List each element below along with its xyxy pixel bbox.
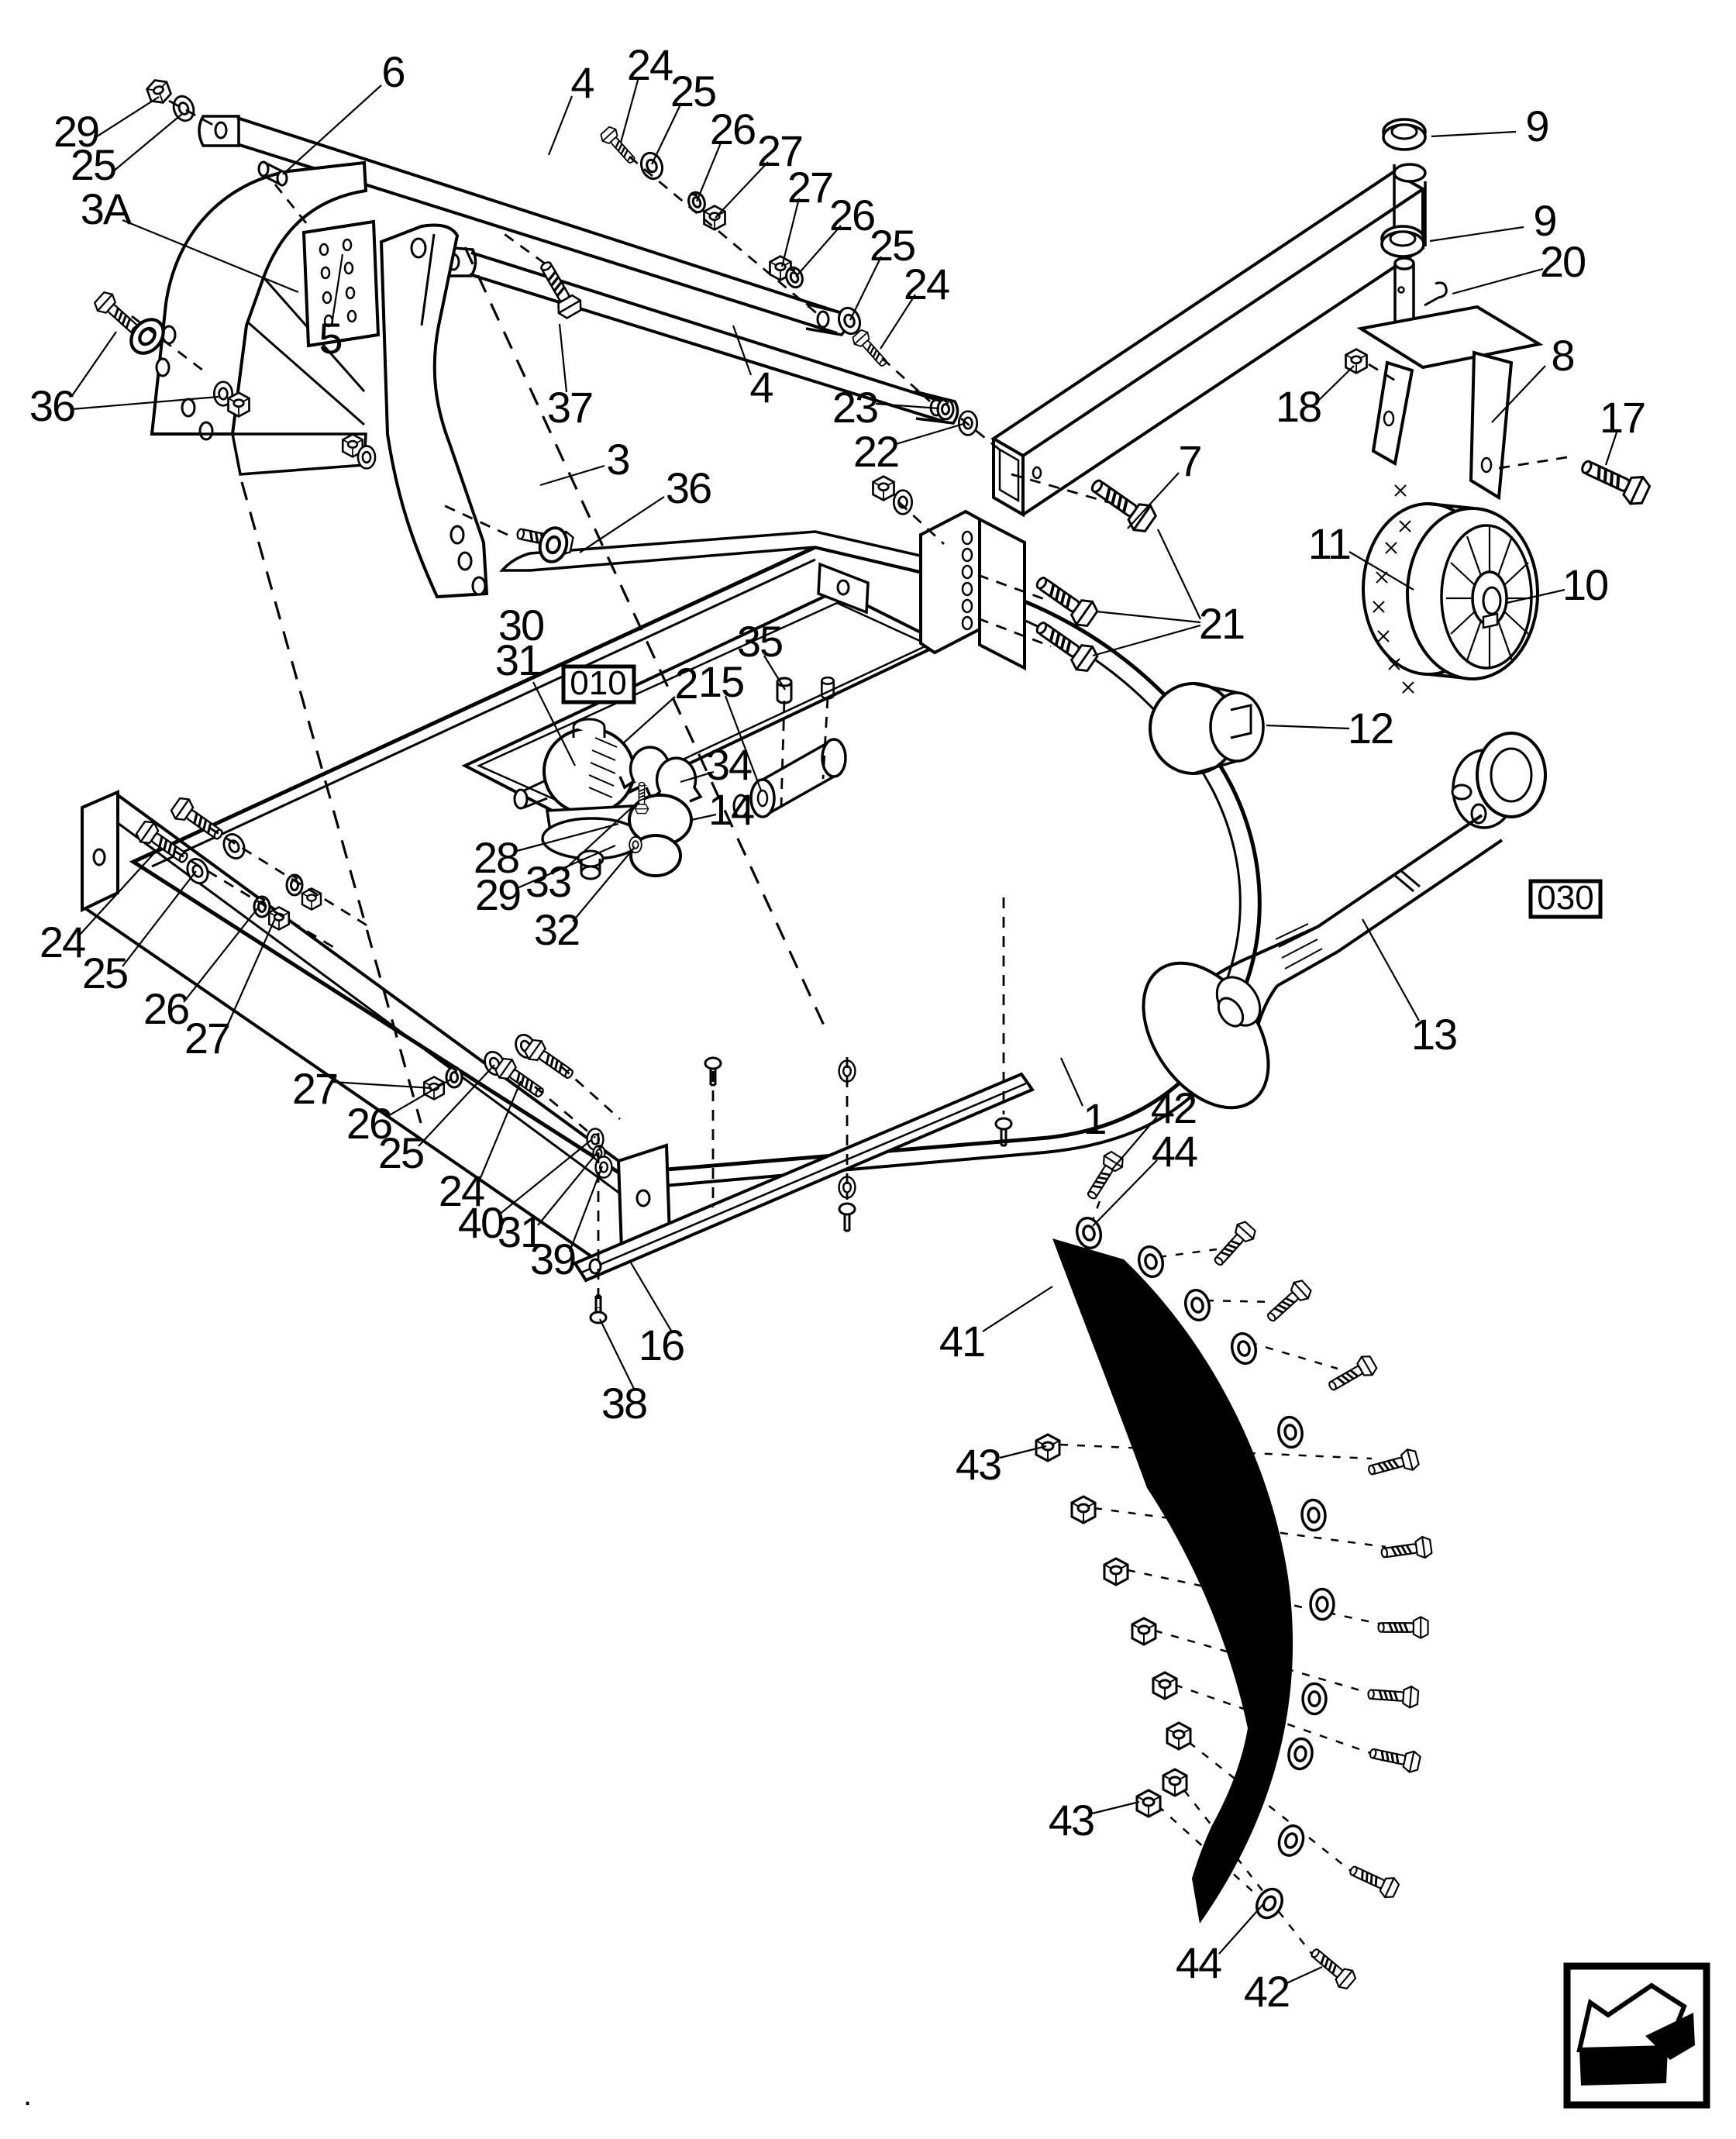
pin-6 — [257, 160, 288, 187]
callout-27: 27 — [787, 163, 832, 212]
cap-12 — [1149, 682, 1265, 775]
callout-12: 12 — [1348, 704, 1393, 753]
callout-42: 42 — [1244, 1967, 1289, 2016]
callout-30: 30 — [498, 601, 543, 649]
callout-3: 3 — [606, 435, 629, 484]
callout-31: 31 — [495, 636, 540, 684]
callout-24: 24 — [439, 1166, 484, 1215]
callout-36: 36 — [666, 463, 711, 512]
callout-26: 26 — [710, 105, 755, 153]
callout-24: 24 — [627, 40, 673, 89]
callout-42: 42 — [1151, 1083, 1196, 1132]
callout-40: 40 — [458, 1198, 503, 1247]
callout-15: 15 — [698, 657, 743, 706]
driveline-13 — [1142, 732, 1547, 1110]
footnote-dot: . — [23, 2078, 32, 2112]
callout-34: 34 — [706, 740, 752, 789]
callout-25: 25 — [670, 67, 715, 115]
callout-1: 1 — [1083, 1094, 1105, 1143]
callout-4: 4 — [749, 363, 773, 412]
callout-7: 7 — [1178, 436, 1200, 485]
callout-4: 4 — [570, 58, 594, 107]
callout-33: 33 — [525, 857, 570, 906]
callout-3A: 3A — [81, 184, 133, 233]
callout-43: 43 — [956, 1440, 1001, 1489]
leader-lines — [71, 77, 1618, 1985]
callout-17: 17 — [1600, 393, 1645, 442]
callout-25: 25 — [71, 140, 115, 189]
callout-31: 31 — [498, 1207, 542, 1256]
callout-26: 26 — [143, 984, 188, 1033]
tube-7 — [990, 163, 1427, 518]
clamps-34 — [618, 746, 703, 803]
callout-29: 29 — [475, 870, 520, 919]
deflector-rays — [1059, 1196, 1386, 1960]
callout-labels: 29 25 3A 36 6 4 24 25 26 27 27 26 25 24 … — [29, 40, 1646, 2016]
callout-41: 41 — [939, 1317, 984, 1366]
deflector-41 — [1052, 1238, 1293, 1924]
ref-030: 030 — [1528, 879, 1603, 919]
callout-26: 26 — [829, 191, 874, 239]
callout-20: 20 — [1540, 237, 1585, 286]
page-turn-icon — [1563, 1962, 1710, 2109]
callout-39: 39 — [530, 1235, 575, 1283]
callout-24: 24 — [904, 260, 949, 308]
callout-22: 22 — [853, 427, 898, 476]
strap-4-lower — [429, 245, 959, 425]
callout-2: 2 — [674, 659, 697, 708]
callout-29: 29 — [53, 107, 98, 156]
bolt-17 — [1575, 450, 1654, 510]
callout-24: 24 — [40, 918, 85, 966]
drop-axes — [240, 246, 826, 1124]
rings-9 — [1380, 118, 1427, 258]
bracket-3 — [379, 223, 489, 599]
ref-010: 010 — [561, 664, 636, 704]
ref-030-text: 030 — [1537, 879, 1593, 917]
front-rail — [81, 789, 672, 1265]
callout-32: 32 — [534, 905, 579, 954]
callout-9: 9 — [1533, 196, 1555, 245]
caster-fork-8 — [1356, 257, 1544, 501]
callout-6: 6 — [381, 47, 404, 96]
callout-26: 26 — [346, 1099, 391, 1148]
wheel — [1362, 484, 1539, 694]
assembly-axes — [131, 99, 1568, 1308]
nut-18 — [1345, 348, 1368, 374]
callout-8: 8 — [1551, 331, 1573, 380]
callout-9: 9 — [1525, 102, 1548, 150]
callout-25: 25 — [378, 1128, 423, 1177]
callout-27: 27 — [184, 1014, 229, 1063]
callout-27: 27 — [757, 126, 802, 175]
callout-28: 28 — [474, 833, 518, 882]
callout-25: 25 — [870, 221, 914, 270]
callout-13: 13 — [1411, 1010, 1456, 1059]
roller-15 — [732, 738, 847, 818]
callout-14: 14 — [708, 785, 754, 834]
callout-43: 43 — [1049, 1796, 1094, 1844]
callout-35: 35 — [737, 617, 782, 666]
callout-25: 25 — [82, 949, 127, 997]
hitch-plate-5 — [301, 219, 381, 348]
callout-27: 27 — [292, 1064, 337, 1113]
callout-44: 44 — [1152, 1127, 1197, 1176]
ref-010-text: 010 — [570, 664, 626, 702]
callout-38: 38 — [601, 1379, 646, 1428]
callout-36: 36 — [29, 381, 74, 430]
skid-bar — [573, 1072, 1035, 1283]
callout-10: 10 — [1562, 560, 1607, 609]
callout-18: 18 — [1276, 382, 1321, 431]
callout-16: 16 — [639, 1321, 684, 1369]
callout-23: 23 — [832, 383, 877, 432]
callout-11: 11 — [1308, 519, 1350, 568]
callout-44: 44 — [1176, 1938, 1221, 1987]
callout-21: 21 — [1199, 599, 1244, 648]
callout-37: 37 — [547, 383, 592, 432]
callout-5: 5 — [319, 314, 341, 363]
